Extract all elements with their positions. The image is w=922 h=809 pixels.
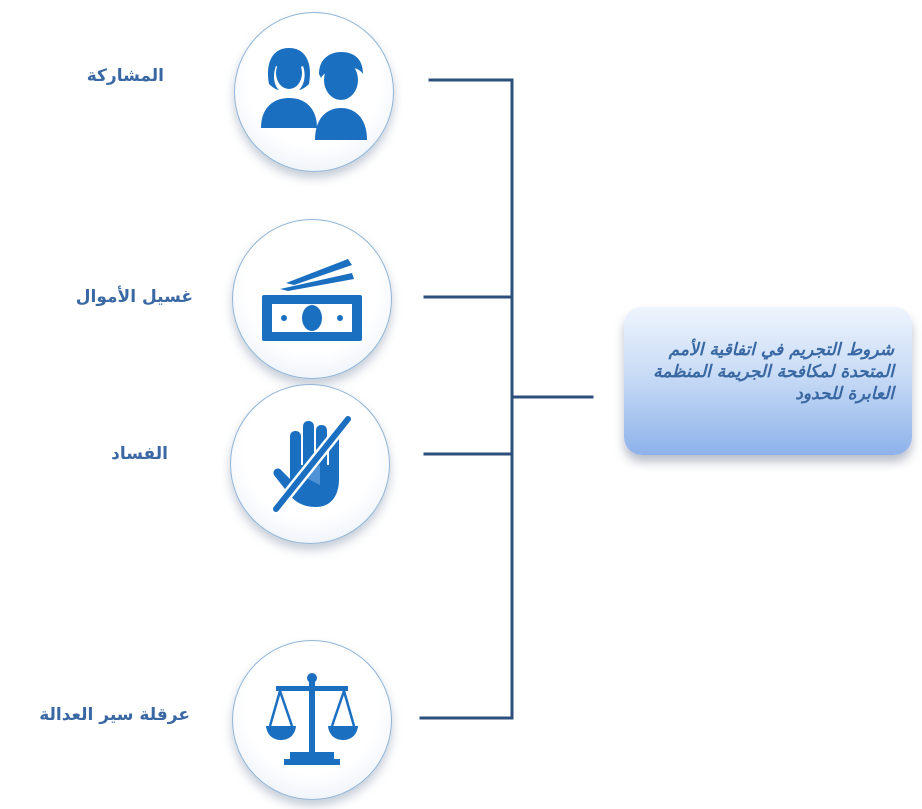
item-label-corruption: الفساد <box>111 444 168 464</box>
diagram-title: شروط التجريم في اتفاقية الأمم المتحدة لم… <box>653 340 894 404</box>
obstruction-of-justice-icon-circle <box>232 640 392 800</box>
people-icon <box>261 48 367 140</box>
item-label-participation: المشاركة <box>86 66 164 86</box>
no-bribe-hand-icon <box>270 413 354 515</box>
item-label-obstruction-of-justice: عرقلة سير العدالة <box>39 705 190 725</box>
scales-of-justice-icon <box>266 673 358 765</box>
corruption-icon-circle <box>230 384 390 544</box>
money-laundering-icon-circle <box>232 219 392 379</box>
item-label-money-laundering: غسيل الأموال <box>75 287 193 307</box>
participation-icon-circle <box>234 12 394 172</box>
money-icon <box>262 259 362 341</box>
diagram-title-box: شروط التجريم في اتفاقية الأمم المتحدة لم… <box>624 307 912 455</box>
